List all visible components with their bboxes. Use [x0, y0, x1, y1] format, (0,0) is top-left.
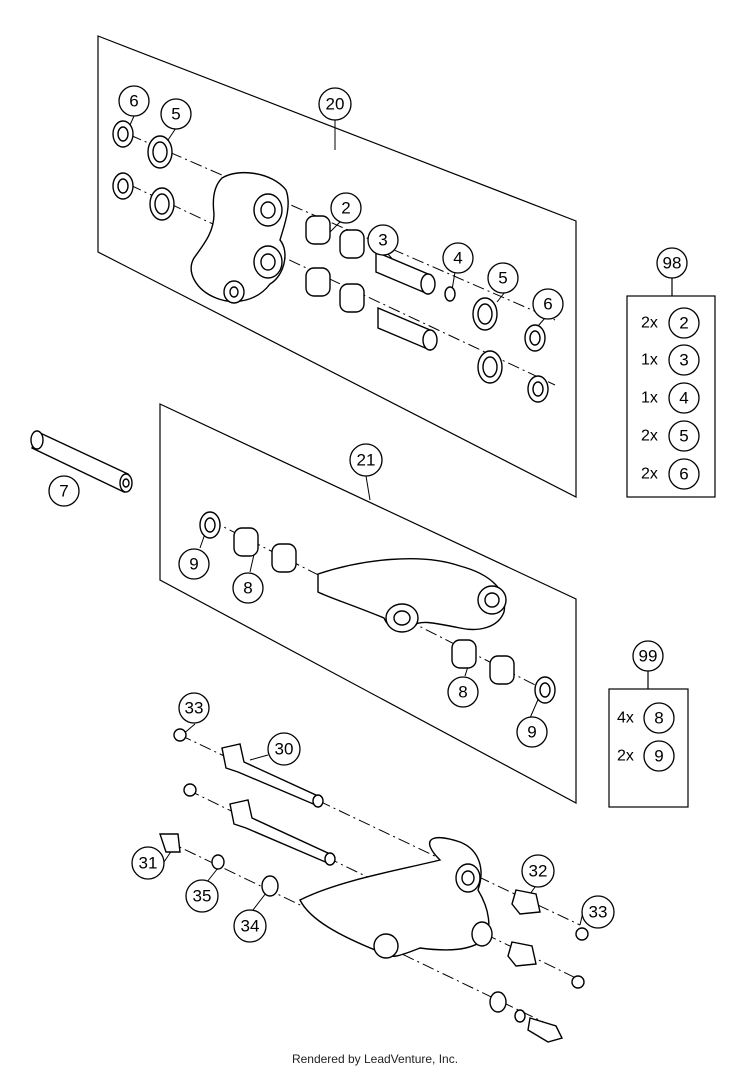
kit-99-rows: 4x 2x 8 9: [617, 702, 675, 772]
kit-98-box: [626, 295, 716, 498]
kit-98-label: 98: [663, 254, 682, 273]
kit-98-part-1: 3: [679, 351, 688, 370]
callout-34: 34: [241, 917, 260, 936]
callout-9-right: 9: [527, 723, 536, 742]
bolt-lower-right: [527, 1017, 564, 1043]
kit-98-qty-4: 2x: [641, 466, 658, 483]
callout-30: 30: [275, 740, 294, 759]
callout-5-left: 5: [171, 105, 180, 124]
callout-3: 3: [378, 231, 387, 250]
callout-6-left: 6: [129, 92, 138, 111]
nut-32-lower: [507, 941, 537, 967]
render-credit: Rendered by LeadVenture, Inc.: [291, 1052, 459, 1066]
panel-21-outline: [159, 403, 577, 805]
cap-33-right: [575, 927, 589, 941]
callout-21: 21: [357, 451, 376, 470]
washer-34: [261, 875, 279, 897]
callout-8-left: 8: [243, 579, 252, 598]
bolt-30-lower: [229, 799, 331, 866]
callout-4: 4: [453, 249, 462, 268]
callout-31: 31: [139, 854, 158, 873]
callout-6-right: 6: [543, 295, 552, 314]
panel-20-outline: [97, 35, 577, 498]
bearing-8-right-a: [451, 639, 477, 669]
bearing-2-lower-a: [305, 267, 331, 297]
callout-32: 32: [529, 862, 548, 881]
cap-33-left: [173, 728, 187, 742]
callout-5-right: 5: [498, 269, 507, 288]
ring-4: [444, 286, 456, 302]
callout-7: 7: [59, 482, 68, 501]
bearing-2-upper-a: [305, 215, 331, 245]
kit-99-qty-0: 4x: [617, 710, 634, 727]
callout-9-left: 9: [189, 555, 198, 574]
callout-35: 35: [193, 887, 212, 906]
callout-20: 20: [326, 95, 345, 114]
kit-98-rows: 2x 1x 1x 2x 2x 2 3 4 5 6: [641, 307, 700, 490]
sleeve-3-upper: [375, 250, 429, 296]
nut-32-upper: [511, 889, 541, 915]
callout-2: 2: [341, 199, 350, 218]
callout-8-right: 8: [458, 683, 467, 702]
kit-99-part-0: 8: [654, 709, 663, 728]
kit-98-qty-3: 2x: [641, 428, 658, 445]
washer-35: [211, 854, 225, 870]
kit-98-part-0: 2: [679, 314, 688, 333]
linkage-21: [317, 557, 506, 631]
callout-33-right: 33: [589, 903, 608, 922]
kit-99-qty-1: 2x: [617, 748, 634, 765]
callout-33-left: 33: [185, 699, 204, 718]
kit-99-label: 99: [639, 647, 658, 666]
kit-98-qty-2: 1x: [641, 390, 658, 407]
kit-98-qty-1: 1x: [641, 352, 658, 369]
bearing-8-left-a: [233, 527, 259, 557]
kit-99-part-1: 9: [654, 747, 663, 766]
cap-33-mid: [183, 783, 197, 797]
kit-98-part-4: 6: [679, 465, 688, 484]
kit-98-qty-0: 2x: [641, 315, 658, 332]
kit-98-part-3: 5: [679, 427, 688, 446]
kit-98-part-2: 4: [679, 389, 688, 408]
pin-7: [31, 431, 129, 494]
bolt-31: [159, 833, 181, 853]
